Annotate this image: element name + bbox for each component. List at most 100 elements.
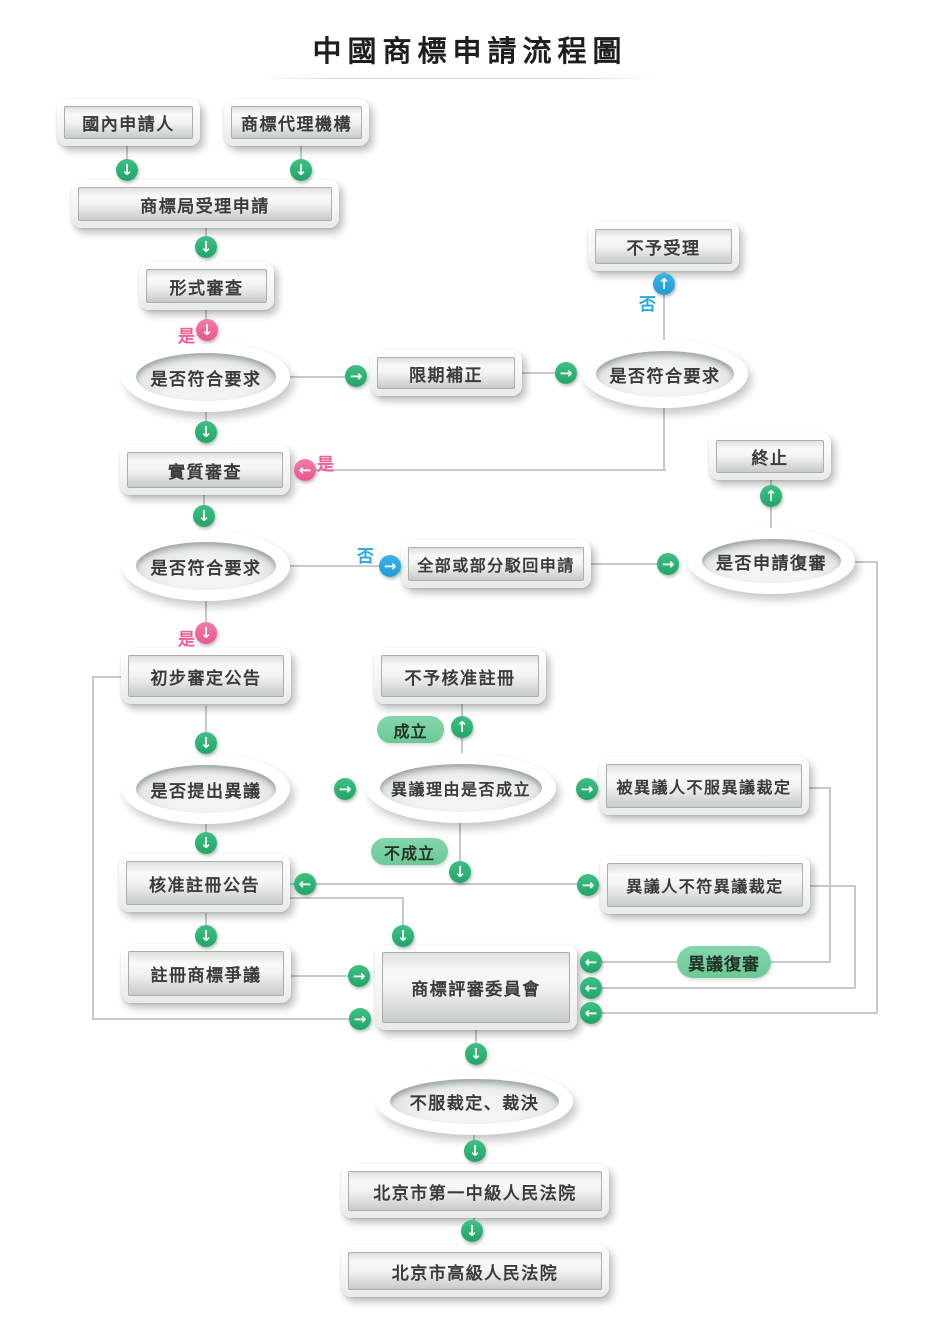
node-label: 被異議人不服異議裁定	[606, 764, 802, 808]
connector	[663, 407, 665, 471]
node-label: 商標評審委員會	[382, 952, 570, 1023]
node-trademark-review-board: 商標評審委員會	[375, 945, 577, 1030]
connector	[92, 1018, 350, 1020]
connector	[205, 228, 207, 238]
arrow-left-icon	[580, 977, 602, 999]
connector	[205, 824, 207, 833]
node-correction-time-limit: 限期補正	[370, 350, 522, 396]
pill-not-established: 不成立	[371, 838, 448, 865]
arrow-right-icon	[657, 553, 679, 575]
label-yes: 是	[178, 327, 195, 347]
arrow-down-icon	[465, 1043, 487, 1065]
node-label: 實質審查	[127, 452, 283, 488]
connector	[829, 787, 831, 963]
decision-dissatisfied-ruling: 不服裁定、裁決	[376, 1068, 573, 1135]
node-opponent-dissatisfied: 異議人不符異議裁定	[600, 856, 810, 914]
connector	[290, 897, 404, 899]
arrow-left-icon	[580, 1002, 602, 1024]
arrow-right-icon	[577, 874, 599, 896]
node-reject-application: 全部或部分駁回申請	[401, 540, 591, 588]
node-domestic-applicant: 國內申請人	[57, 99, 200, 146]
node-label: 異議人不符異議裁定	[607, 863, 803, 907]
connector	[475, 1030, 477, 1044]
arrow-up-icon	[653, 273, 675, 295]
arrow-down-icon	[195, 925, 217, 947]
node-opposed-party-dissatisfied: 被異議人不服異議裁定	[599, 757, 809, 815]
arrow-down-icon	[461, 1220, 483, 1242]
connector	[300, 146, 302, 160]
node-label: 異議理由是否成立	[380, 764, 542, 812]
connector	[92, 676, 94, 1020]
node-label: 限期補正	[377, 357, 515, 389]
decision-objection-raised: 是否提出異議	[122, 754, 290, 824]
node-label: 全部或部分駁回申請	[408, 547, 584, 581]
pill-established: 成立	[377, 716, 444, 743]
arrow-down-icon	[196, 319, 218, 341]
connector	[522, 372, 556, 374]
arrow-left-icon	[580, 951, 602, 973]
arrow-down-icon	[195, 832, 217, 854]
connector	[590, 987, 855, 989]
arrow-right-icon	[348, 965, 370, 987]
arrow-right-icon	[555, 362, 577, 384]
connector	[473, 1216, 475, 1222]
connector	[459, 823, 461, 884]
node-label: 北京市第一中級人民法院	[348, 1171, 602, 1211]
connector	[473, 1133, 475, 1142]
arrow-right-icon	[349, 1008, 371, 1030]
connector	[402, 897, 404, 926]
node-label: 是否符合要求	[136, 353, 276, 401]
node-label: 北京市高級人民法院	[348, 1252, 602, 1290]
arrow-right-icon	[576, 778, 598, 800]
node-intermediate-court: 北京市第一中級人民法院	[341, 1164, 609, 1218]
node-formal-examination: 形式審查	[139, 262, 274, 310]
connector	[591, 563, 658, 565]
connector	[205, 913, 207, 926]
node-substantive-examination: 實質審查	[120, 445, 290, 495]
connector	[854, 885, 856, 989]
connector	[92, 676, 122, 678]
connector	[205, 412, 207, 422]
node-label: 商標代理機構	[231, 106, 362, 139]
node-label: 是否符合要求	[136, 542, 276, 590]
node-label: 初步審定公告	[128, 655, 284, 697]
connector	[316, 469, 666, 471]
node-terminate: 終止	[709, 433, 831, 480]
arrow-left-icon	[294, 873, 316, 895]
node-higher-court: 北京市高級人民法院	[341, 1245, 609, 1297]
node-label: 形式審查	[146, 269, 267, 303]
connector	[590, 1012, 877, 1014]
decision-apply-for-review: 是否申請復審	[688, 528, 855, 594]
connector	[205, 601, 207, 623]
node-label: 不予核准註冊	[381, 655, 539, 697]
decision-objection-grounds: 異議理由是否成立	[366, 753, 556, 823]
connector	[126, 146, 128, 160]
connector	[290, 565, 380, 567]
node-label: 國內申請人	[64, 106, 193, 139]
node-trademark-agency: 商標代理機構	[224, 99, 369, 146]
node-approved-registration-announcement: 核准註冊公告	[119, 854, 290, 912]
node-preliminary-approval-announcement: 初步審定公告	[121, 648, 291, 704]
node-label: 註冊商標爭議	[128, 951, 284, 996]
connector	[809, 885, 855, 887]
connector	[663, 272, 665, 340]
connector	[290, 975, 349, 977]
node-registered-trademark-dispute: 註冊商標爭議	[121, 944, 291, 1003]
node-label: 不服裁定、裁決	[390, 1079, 559, 1124]
connector	[203, 495, 205, 506]
arrow-up-icon	[451, 716, 473, 738]
label-no: 否	[357, 547, 374, 567]
pill-objection-review: 異議復審	[677, 946, 771, 978]
arrow-down-icon	[116, 159, 138, 181]
connector	[853, 561, 877, 563]
arrow-down-icon	[464, 1140, 486, 1162]
node-label: 終止	[716, 440, 824, 473]
node-label: 商標局受理申請	[78, 187, 332, 221]
node-label: 是否提出異議	[136, 765, 276, 813]
node-label: 是否符合要求	[596, 351, 734, 397]
connector	[205, 706, 207, 733]
page-title: 中國商標申請流程圖	[312, 34, 628, 68]
node-label: 是否申請復審	[702, 539, 841, 583]
connector	[290, 883, 598, 885]
